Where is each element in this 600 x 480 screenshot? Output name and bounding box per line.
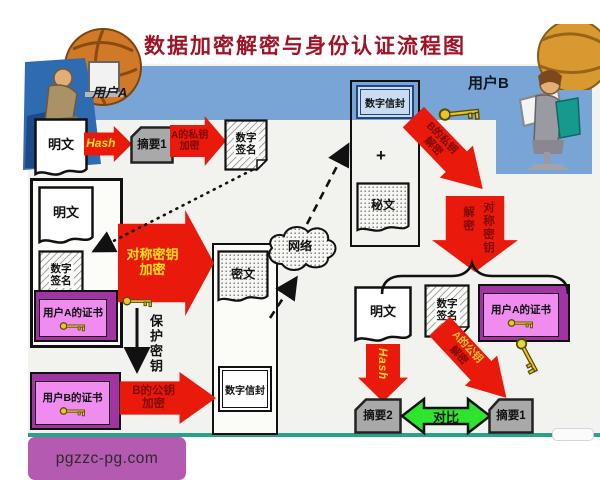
network-label: 网络 <box>287 239 312 253</box>
symmetric-decrypt-line2: 解密 <box>462 206 474 233</box>
digest1-label: 摘要1 <box>137 138 167 151</box>
b-public-encrypt-line1: B的公钥 <box>132 384 175 397</box>
digest1-box: 摘要1 <box>488 398 534 434</box>
ciphertext-doc: 密文 <box>217 250 269 306</box>
key-icon <box>122 296 152 308</box>
symmetric-encrypt-line2: 加密 <box>139 262 166 277</box>
cert-a-box: 用户A的证书 <box>34 290 118 342</box>
key-icon <box>515 338 539 375</box>
digest1-box: 摘要1 <box>130 126 174 164</box>
protect-key-label: 保护密钥 <box>148 314 163 374</box>
digital-envelope-box: 数字信封 <box>218 366 272 412</box>
compare-label: 对比 <box>432 409 459 425</box>
digital-signature-doc: 数字 签名 <box>224 119 268 171</box>
footer-divider <box>28 433 600 437</box>
plus-sign: + <box>376 146 386 165</box>
received-package-box <box>350 80 420 247</box>
hash-label: Hash <box>86 136 116 151</box>
compare-arrow: 对比 <box>400 395 492 437</box>
cert-a-box: 用户A的证书 <box>478 284 570 342</box>
cert-b-label: 用户B的证书 <box>42 391 103 404</box>
digest2-label: 摘要2 <box>363 409 393 422</box>
plaintext-label: 明文 <box>47 136 74 152</box>
a-private-encrypt-line2: 加密 <box>179 141 200 152</box>
page-title: 数据加密解密与身份认证流程图 <box>144 35 466 58</box>
digital-signature-label: 数字 签名 <box>233 132 259 157</box>
b-public-encrypt-line2: 加密 <box>142 398 166 410</box>
key-icon <box>507 318 533 328</box>
key-icon <box>59 406 85 416</box>
key-icon <box>59 321 85 331</box>
cert-b-box: 用户B的证书 <box>30 372 121 430</box>
symmetric-decrypt-line1: 对称密钥 <box>482 201 494 255</box>
symmetric-encrypt-line1: 对称密钥 <box>126 247 179 263</box>
user-b-label: 用户B <box>468 75 509 92</box>
digest2-box: 摘要2 <box>354 398 402 434</box>
footer-tab <box>552 428 594 441</box>
person-at-computer-icon <box>518 70 581 170</box>
ciphertext-label: 密文 <box>230 267 255 282</box>
network-cloud: 网络 <box>262 220 338 276</box>
cert-a-label: 用户A的证书 <box>42 306 104 319</box>
secret-text-label: 秘文 <box>370 198 395 213</box>
a-private-encrypt-line1: A的私钥 <box>170 129 209 141</box>
key-icon <box>438 108 480 121</box>
watermark-text: pgzzc-pg.com <box>55 449 159 467</box>
plaintext-doc: 明文 <box>354 286 412 346</box>
user-a-label: 用户A <box>92 85 128 100</box>
plaintext-doc: 明文 <box>34 118 88 180</box>
digital-envelope-box: 数字信封 <box>356 85 414 119</box>
secret-text-doc: 秘文 <box>356 182 410 236</box>
watermark-badge: pgzzc-pg.com <box>28 437 186 480</box>
plaintext-doc: 明文 <box>38 186 94 248</box>
